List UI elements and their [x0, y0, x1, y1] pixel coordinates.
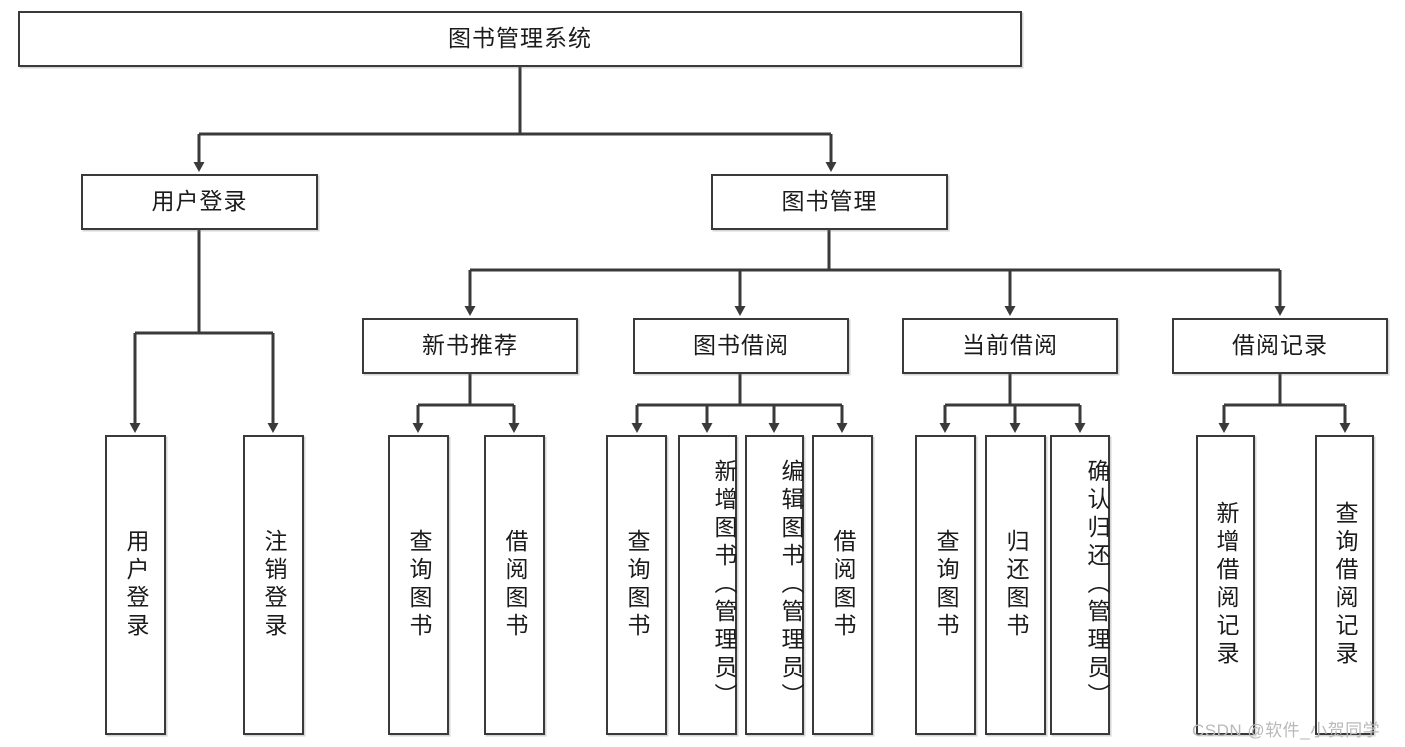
node-label: 图书借阅 [693, 332, 789, 359]
node-leaf-confirm-return[interactable]: 确认归还（管理员） [1050, 435, 1110, 735]
node-label: 用户登录 [151, 188, 248, 215]
node-book-borrow[interactable]: 图书借阅 [633, 318, 849, 374]
node-label: 编辑图书（管理员） [778, 459, 804, 711]
node-new-book-recommend[interactable]: 新书推荐 [362, 318, 578, 374]
node-leaf-query-record[interactable]: 查询借阅记录 [1315, 435, 1374, 735]
node-leaf-edit-book[interactable]: 编辑图书（管理员） [745, 435, 804, 735]
csdn-watermark: CSDN @软件_小贺同学 [1192, 721, 1381, 740]
node-label: 新书推荐 [422, 332, 518, 359]
node-leaf-return-book[interactable]: 归还图书 [985, 435, 1046, 735]
node-leaf-user-login[interactable]: 用户登录 [105, 435, 166, 735]
node-label: 用户登录 [123, 529, 149, 641]
node-leaf-query-book-1[interactable]: 查询图书 [388, 435, 449, 735]
node-leaf-query-book-2[interactable]: 查询图书 [606, 435, 667, 735]
node-leaf-add-record[interactable]: 新增借阅记录 [1196, 435, 1255, 735]
node-label: 当前借阅 [962, 332, 1058, 359]
node-leaf-logout-login[interactable]: 注销登录 [243, 435, 304, 735]
node-leaf-add-book[interactable]: 新增图书（管理员） [678, 435, 737, 735]
node-book-management[interactable]: 图书管理 [711, 174, 948, 230]
node-label: 借阅图书 [502, 529, 528, 641]
node-label: 归还图书 [1003, 529, 1029, 641]
node-borrow-record[interactable]: 借阅记录 [1172, 318, 1388, 374]
node-label: 注销登录 [261, 529, 287, 641]
node-book-management-system[interactable]: 图书管理系统 [18, 11, 1022, 67]
node-label: 查询图书 [624, 529, 650, 641]
node-current-borrow[interactable]: 当前借阅 [902, 318, 1118, 374]
node-label: 新增图书（管理员） [711, 459, 737, 711]
node-label: 图书管理系统 [448, 25, 592, 52]
node-label: 查询图书 [406, 529, 432, 641]
node-leaf-borrow-book-1[interactable]: 借阅图书 [484, 435, 545, 735]
node-leaf-query-book-3[interactable]: 查询图书 [915, 435, 976, 735]
node-label: 确认归还（管理员） [1084, 459, 1110, 711]
node-label: 新增借阅记录 [1213, 501, 1239, 669]
node-leaf-borrow-book-2[interactable]: 借阅图书 [812, 435, 873, 735]
node-user-login[interactable]: 用户登录 [81, 174, 318, 230]
node-label: 借阅记录 [1232, 332, 1328, 359]
node-label: 借阅图书 [830, 529, 856, 641]
node-label: 图书管理 [781, 188, 878, 215]
node-label: 查询借阅记录 [1332, 501, 1358, 669]
node-label: 查询图书 [933, 529, 959, 641]
